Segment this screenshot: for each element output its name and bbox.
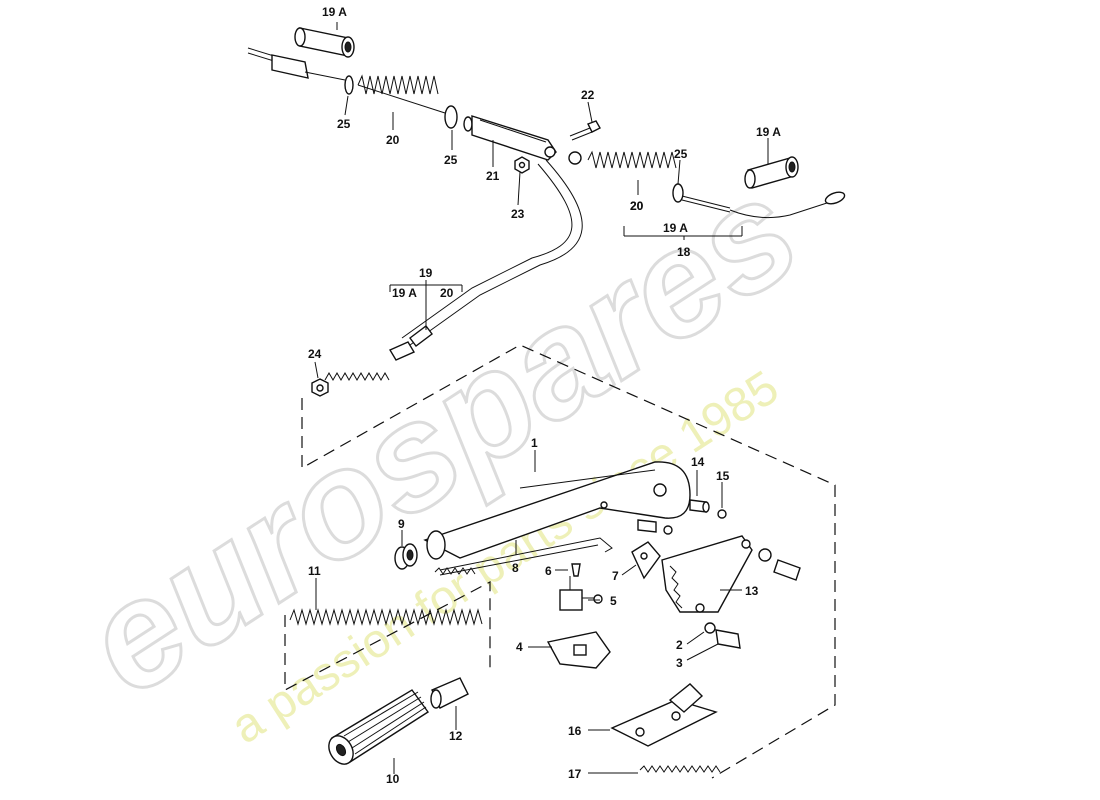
callout-labels: 1 2 3 4 5 6 7 8 9 10 11 12 13 14 15 16 1…	[308, 5, 781, 786]
switch-5	[559, 576, 603, 611]
callout-20-group18: 20	[630, 199, 644, 213]
cam-7	[631, 541, 661, 580]
washer-25-mid	[444, 105, 458, 129]
callout-9: 9	[398, 517, 405, 531]
equalizer-21	[471, 115, 557, 161]
spring-20-right	[587, 150, 677, 169]
leader-lines	[314, 22, 769, 774]
washer-25-mid-b	[463, 116, 473, 132]
bolt-3	[715, 629, 741, 649]
callout-6: 6	[545, 564, 552, 578]
callout-25-right: 25	[674, 147, 688, 161]
callout-1: 1	[531, 436, 538, 450]
callout-19a-top: 19 A	[322, 5, 347, 19]
callout-20-right: 20	[630, 199, 644, 213]
callout-16: 16	[568, 724, 582, 738]
callout-4: 4	[516, 640, 523, 654]
assembly-outline	[284, 344, 836, 779]
callout-20-left: 20	[386, 133, 400, 147]
group-brackets	[389, 226, 743, 330]
callout-23: 23	[511, 207, 525, 221]
callout-5: 5	[610, 594, 617, 608]
callout-19: 19	[419, 266, 433, 280]
lever-assembly	[289, 461, 801, 773]
callout-19a-group18: 19 A	[663, 221, 688, 235]
spring-17	[639, 765, 721, 773]
callout-7: 7	[612, 569, 619, 583]
pin-14	[689, 499, 710, 513]
callout-14: 14	[691, 455, 705, 469]
callout-22: 22	[581, 88, 595, 102]
plate-16	[610, 683, 718, 747]
screw-6	[571, 563, 581, 577]
lever-1	[423, 461, 691, 559]
ratchet-13	[661, 535, 753, 613]
callout-25-left: 25	[337, 117, 351, 131]
callout-19a-group19: 19 A	[392, 286, 417, 300]
washer-25-right	[672, 183, 684, 203]
callout-15: 15	[716, 469, 730, 483]
spring-20-left	[357, 74, 446, 114]
sleeve-12	[430, 677, 469, 709]
callout-12: 12	[449, 729, 463, 743]
callout-24: 24	[308, 347, 322, 361]
grip-10	[328, 689, 430, 765]
callout-10: 10	[386, 772, 400, 786]
callout-25-mid: 25	[444, 153, 458, 167]
callout-21: 21	[486, 169, 500, 183]
washer-25-left	[344, 75, 354, 95]
watermark: eurospares a passion for parts since 198…	[54, 144, 827, 754]
upper-cable-assembly	[247, 27, 846, 397]
callout-20-group19: 20	[440, 286, 454, 300]
callout-2: 2	[676, 638, 683, 652]
clip-15	[717, 509, 727, 519]
bushing-9	[394, 543, 418, 570]
sleeve-19a-right	[744, 156, 799, 189]
callout-17: 17	[568, 767, 582, 781]
bolt-22	[569, 120, 601, 141]
spring-11	[289, 608, 483, 626]
callout-19a-right: 19 A	[756, 125, 781, 139]
callout-8: 8	[512, 561, 519, 575]
sleeve-19a-top	[294, 27, 355, 58]
callout-18: 18	[677, 245, 691, 259]
callout-11: 11	[308, 564, 321, 578]
washer-2	[704, 622, 716, 634]
callout-3: 3	[676, 656, 683, 670]
callout-13: 13	[745, 584, 759, 598]
